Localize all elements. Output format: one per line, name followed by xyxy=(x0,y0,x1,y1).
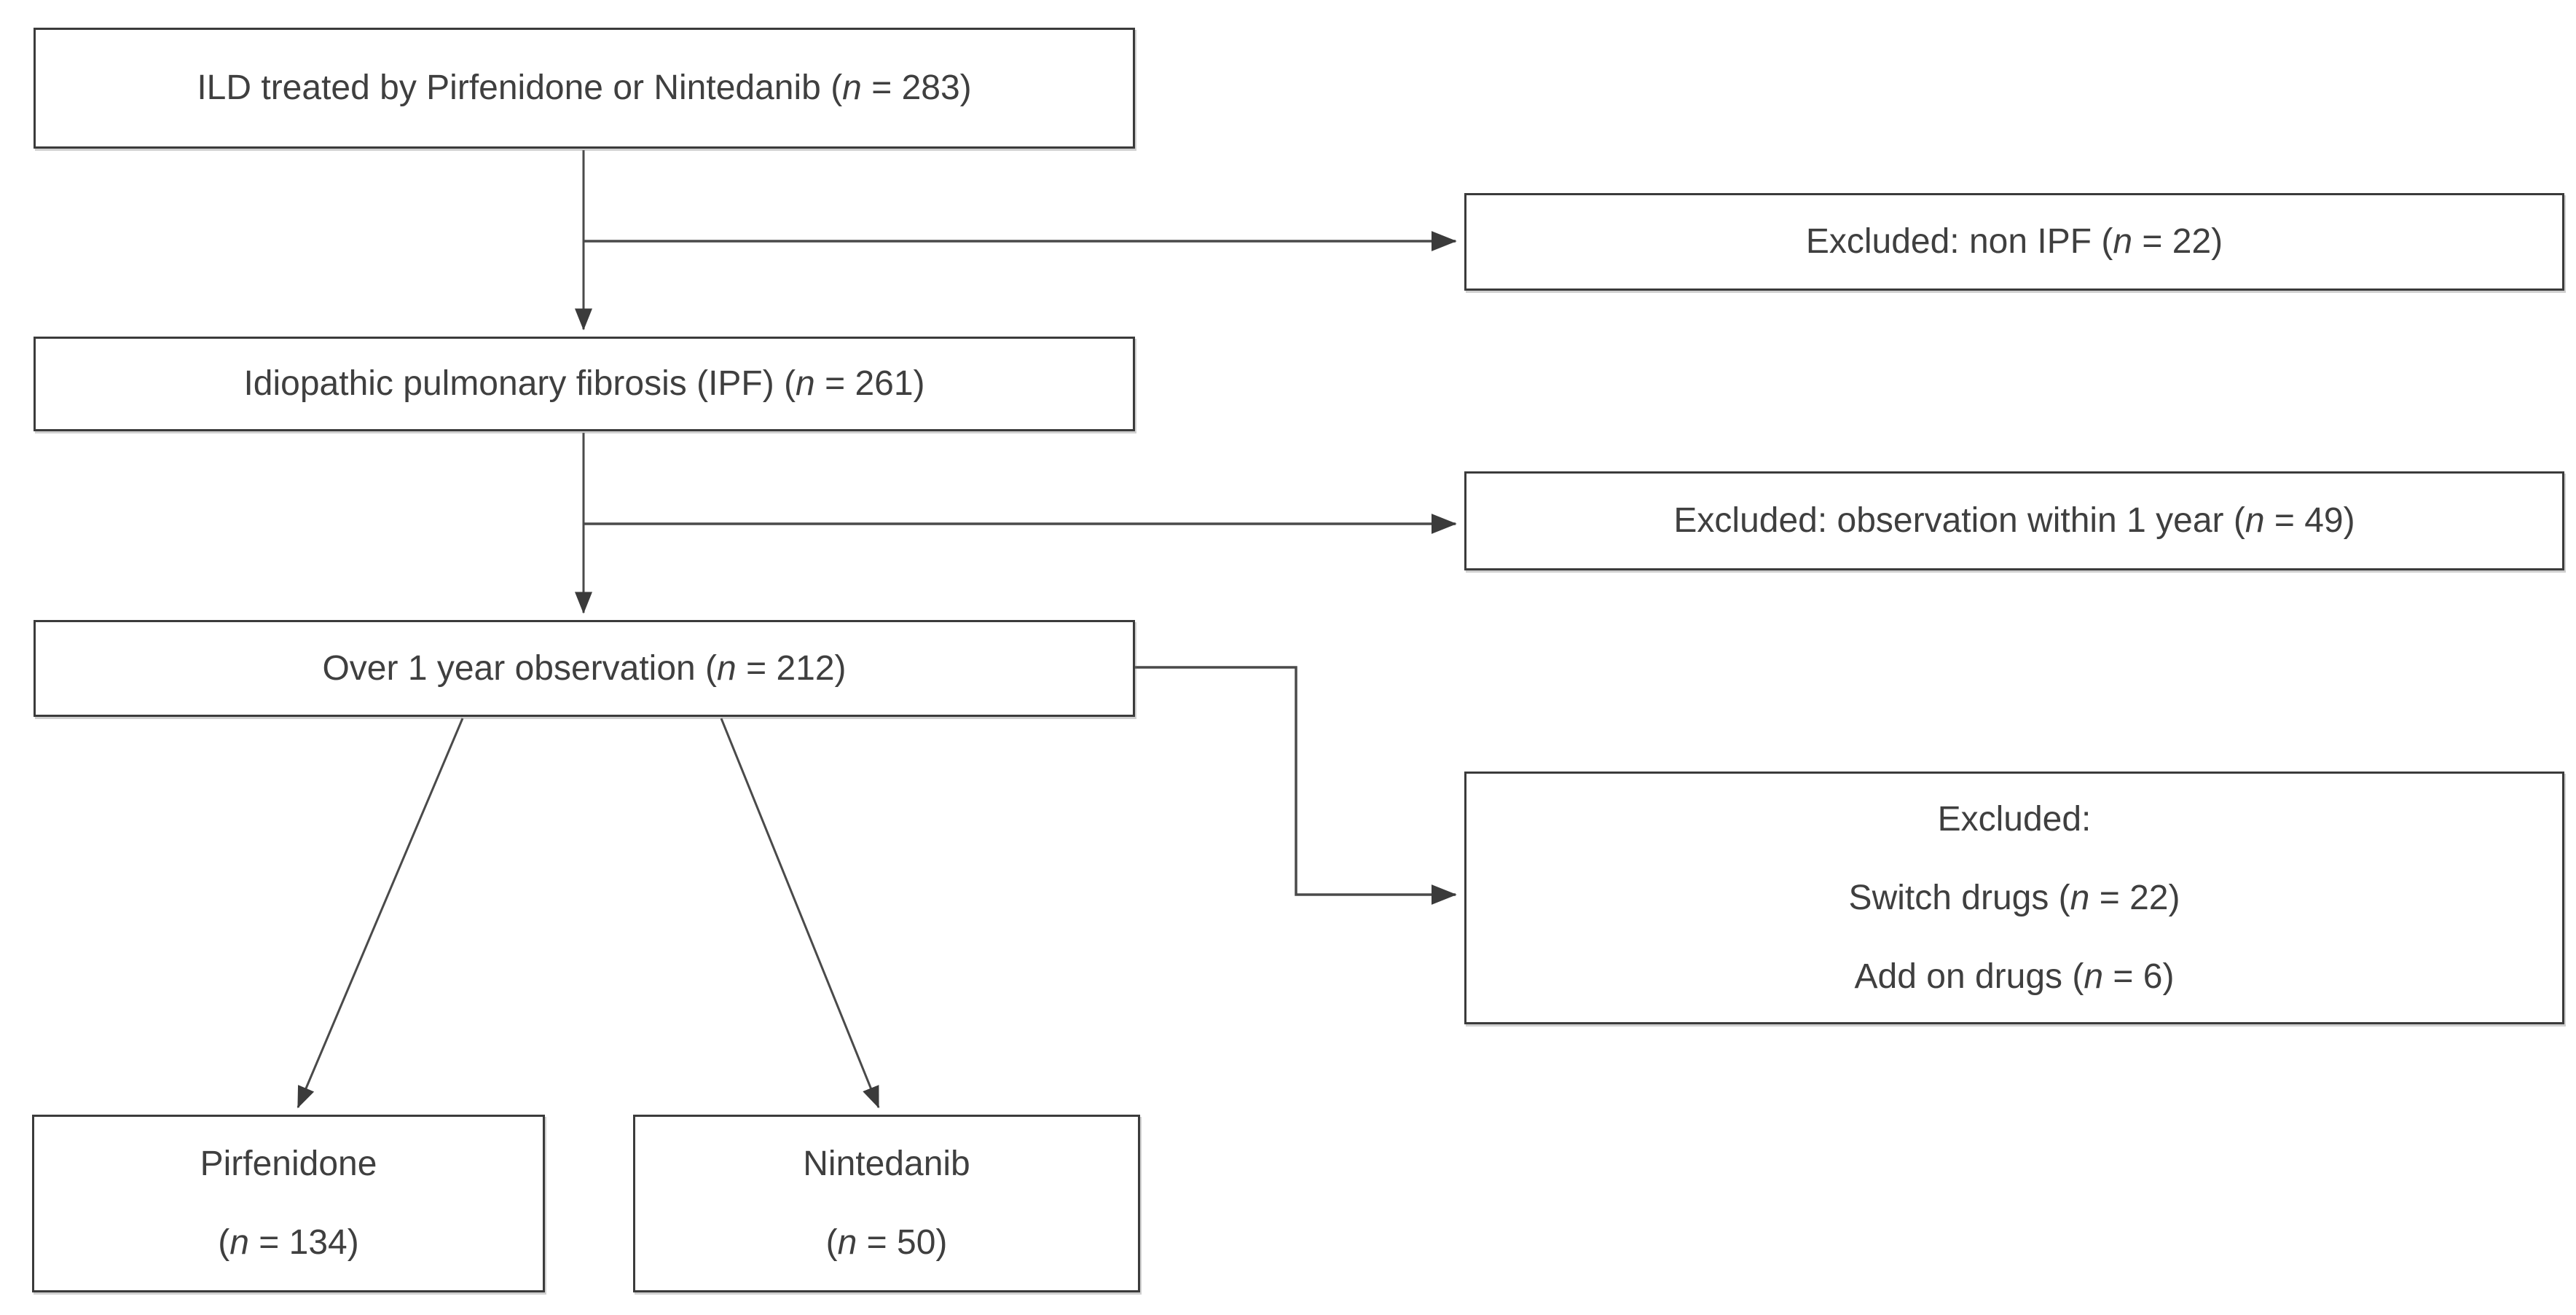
box-ipf-label: Idiopathic pulmonary fibrosis (IPF) (n =… xyxy=(243,345,924,423)
n-italic: n xyxy=(2070,878,2090,917)
n-italic: n xyxy=(717,648,737,688)
text-segment: Add on drugs ( xyxy=(1854,957,2084,996)
box-ild-treated-label: ILD treated by Pirfenidone or Nintedanib… xyxy=(197,49,971,127)
n-italic: n xyxy=(842,68,862,107)
box-excluded-switch-line: Switch drugs (n = 22) xyxy=(1849,859,2180,938)
text-segment: Excluded: non IPF ( xyxy=(1805,222,2113,261)
arrow-to-excluded-switch-add xyxy=(1135,666,1457,905)
text-segment: = 22) xyxy=(2089,878,2180,917)
box-excluded-switch-add-title: Excluded: xyxy=(1937,799,2092,839)
box-excluded-switch-add: Excluded: Switch drugs (n = 22) Add on d… xyxy=(1464,772,2564,1024)
box-pirfenidone-title: Pirfenidone xyxy=(200,1145,377,1183)
text-segment: Excluded: observation within 1 year ( xyxy=(1673,501,2245,540)
n-italic: n xyxy=(837,1223,857,1262)
text-segment: = 283) xyxy=(861,68,972,107)
text-segment: ( xyxy=(825,1223,838,1262)
text-segment: = 49) xyxy=(2264,501,2355,540)
box-excluded-observation: Excluded: observation within 1 year (n =… xyxy=(1464,471,2564,570)
text-segment: Idiopathic pulmonary fibrosis (IPF) ( xyxy=(243,364,796,403)
text-segment: = 134) xyxy=(248,1223,359,1262)
box-excluded-non-ipf-label: Excluded: non IPF (n = 22) xyxy=(1806,203,2223,281)
box-pirfenidone-count: (n = 134) xyxy=(218,1204,358,1282)
box-excluded-non-ipf: Excluded: non IPF (n = 22) xyxy=(1464,193,2564,291)
arrow-over-1-year-to-pirfenidone xyxy=(297,718,464,1109)
box-pirfenidone: Pirfenidone (n = 134) xyxy=(32,1115,545,1292)
n-italic: n xyxy=(2113,222,2133,261)
text-segment: = 6) xyxy=(2103,957,2175,996)
box-over-1-year-observation: Over 1 year observation (n = 212) xyxy=(34,620,1135,717)
text-segment: = 22) xyxy=(2132,222,2223,261)
box-nintedanib-title: Nintedanib xyxy=(803,1145,970,1183)
n-italic: n xyxy=(796,364,815,403)
text-segment: = 50) xyxy=(857,1223,948,1262)
n-italic: n xyxy=(2084,957,2104,996)
text-segment: ( xyxy=(218,1223,230,1262)
box-excluded-add-line: Add on drugs (n = 6) xyxy=(1855,938,2175,1016)
n-italic: n xyxy=(229,1223,249,1262)
box-nintedanib-count: (n = 50) xyxy=(826,1204,948,1282)
text-segment: = 212) xyxy=(736,648,847,688)
arrow-over-1-year-to-nintedanib xyxy=(720,718,880,1109)
box-ipf: Idiopathic pulmonary fibrosis (IPF) (n =… xyxy=(34,337,1135,431)
text-segment: = 261) xyxy=(814,364,925,403)
box-nintedanib: Nintedanib (n = 50) xyxy=(633,1115,1140,1292)
box-over-1-year-observation-label: Over 1 year observation (n = 212) xyxy=(322,629,846,708)
n-italic: n xyxy=(2245,501,2265,540)
text-segment: Switch drugs ( xyxy=(1848,878,2070,917)
text-segment: ILD treated by Pirfenidone or Nintedanib… xyxy=(197,68,843,107)
box-excluded-observation-label: Excluded: observation within 1 year (n =… xyxy=(1673,482,2355,560)
box-ild-treated: ILD treated by Pirfenidone or Nintedanib… xyxy=(34,28,1135,149)
text-segment: Over 1 year observation ( xyxy=(322,648,718,688)
